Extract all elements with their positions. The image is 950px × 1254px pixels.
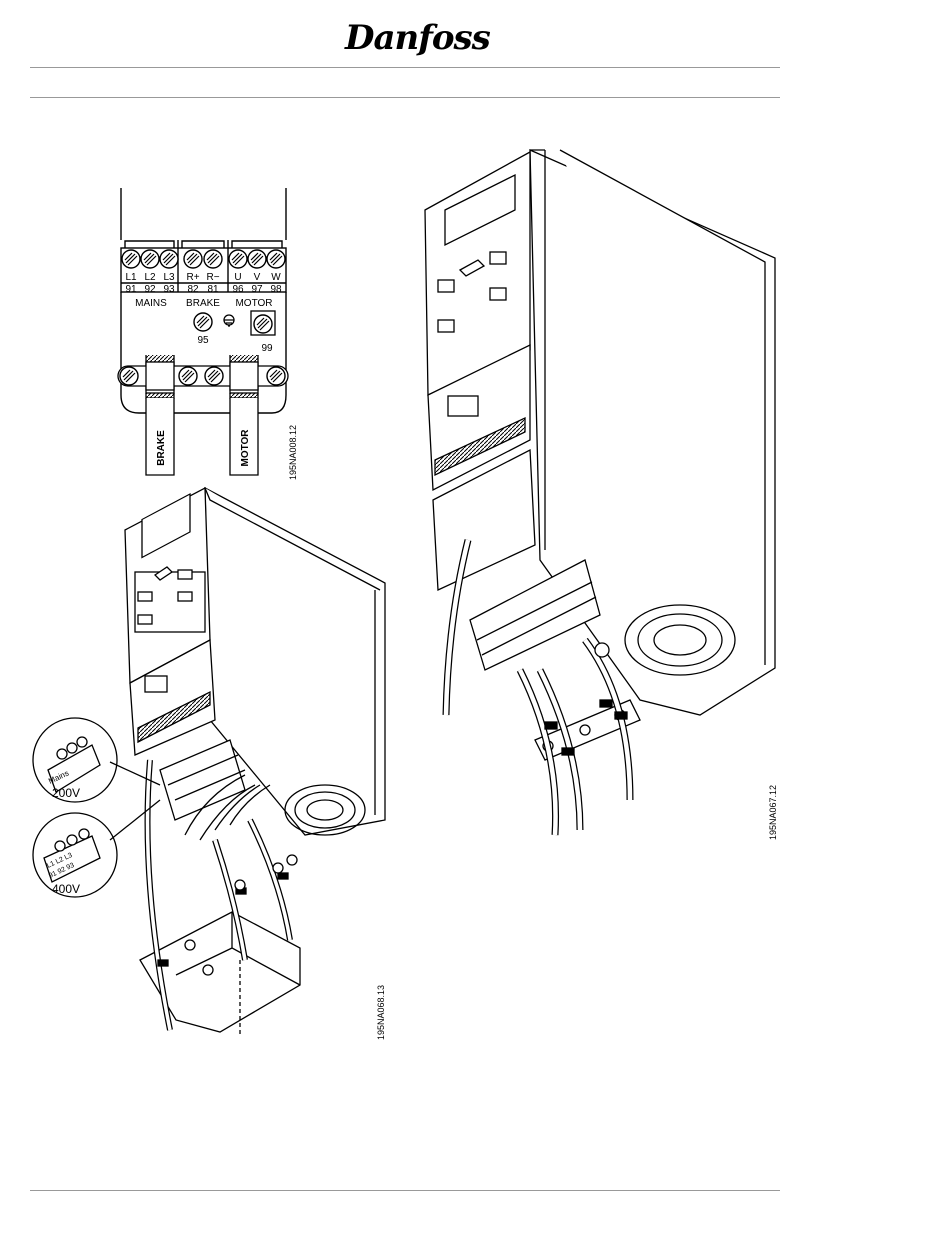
term-label-l3: L3: [163, 272, 175, 283]
term-num-96: 96: [232, 284, 244, 295]
term-num-82: 82: [187, 284, 199, 295]
clamp-bar: [118, 362, 288, 390]
group-label-motor: MOTOR: [235, 298, 272, 309]
term-num-93: 93: [163, 284, 175, 295]
inset-400v-label: 400V: [52, 882, 80, 896]
cable-label-motor: MOTOR: [240, 429, 251, 467]
figure-code-right: 195NA067.12: [768, 785, 778, 840]
term-label-l1: L1: [125, 272, 137, 283]
term-label-rminus: R−: [206, 272, 219, 283]
term-label-l2: L2: [144, 272, 156, 283]
group-label-mains: MAINS: [135, 298, 167, 309]
drive-unit-right: [425, 150, 775, 835]
term-label-u: U: [234, 272, 241, 283]
earth-label-99: 99: [261, 343, 273, 354]
clamp-screw-1: [120, 367, 138, 385]
earth-terminals: [194, 311, 275, 335]
term-num-92: 92: [144, 284, 156, 295]
earth-label-95: 95: [197, 335, 209, 346]
term-num-98: 98: [270, 284, 282, 295]
term-num-97: 97: [251, 284, 263, 295]
clamp-screw-3: [205, 367, 223, 385]
term-label-rplus: R+: [186, 272, 199, 283]
figure-code-lower-left: 195NA068.13: [376, 985, 386, 1040]
term-label-w: W: [271, 272, 281, 283]
clamp-screw-4: [267, 367, 285, 385]
inset-200v-label: 200V: [52, 786, 80, 800]
term-label-v: V: [254, 272, 261, 283]
drive-unit-left: [125, 488, 385, 1035]
figure-code-top: 195NA008.12: [288, 425, 298, 480]
term-num-81: 81: [207, 284, 219, 295]
term-num-91: 91: [125, 284, 137, 295]
cable-label-brake: BRAKE: [156, 430, 167, 466]
group-label-brake: BRAKE: [186, 298, 220, 309]
clamp-screw-2: [179, 367, 197, 385]
